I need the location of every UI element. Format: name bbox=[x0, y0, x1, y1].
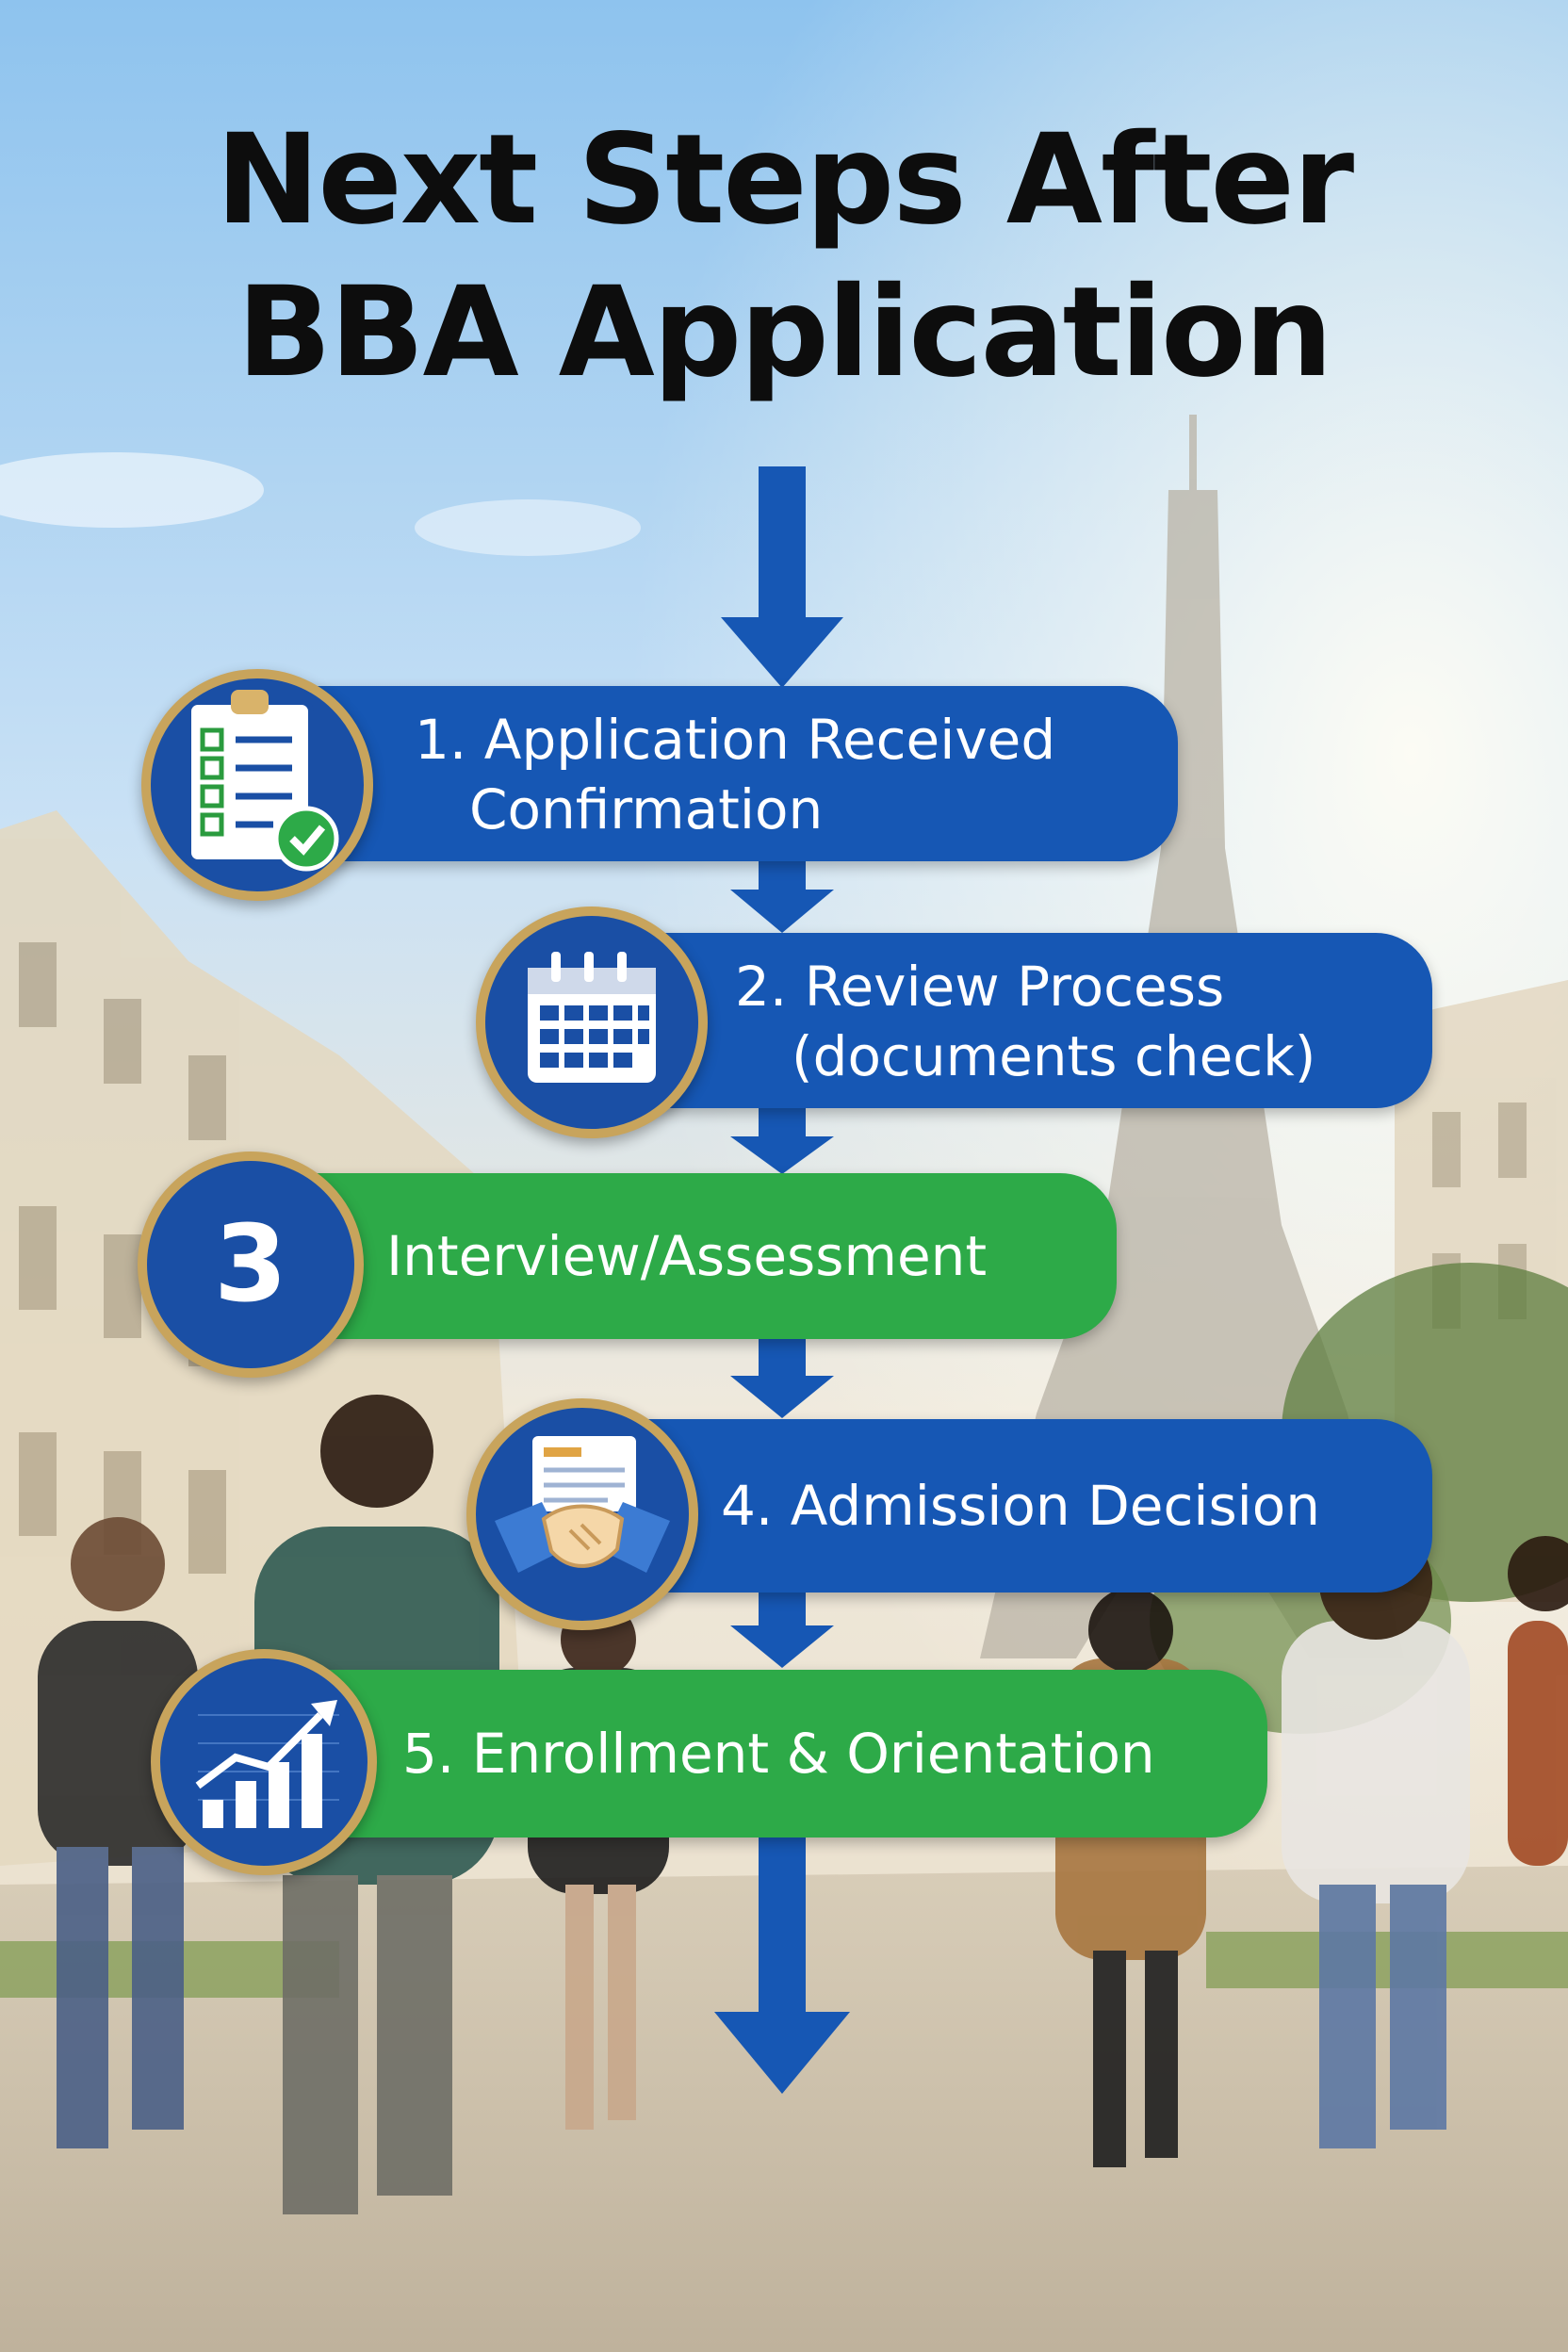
arrow-3-4 bbox=[730, 1338, 834, 1418]
handshake-document-icon bbox=[495, 1436, 670, 1573]
calendar-icon bbox=[528, 952, 656, 1083]
step-2-pill: 2. Review Process (documents check) bbox=[584, 933, 1432, 1108]
step-1-line-1: 1. Application Received bbox=[415, 708, 1056, 772]
arrow-bottom bbox=[714, 1838, 850, 2094]
step-2-badge bbox=[476, 906, 708, 1138]
step-4-badge bbox=[466, 1398, 698, 1630]
growth-chart-icon bbox=[195, 1700, 339, 1828]
page-title: Next Steps After BBA Application bbox=[0, 104, 1568, 409]
step-3-number: 3 bbox=[214, 1203, 287, 1326]
step-1-badge bbox=[141, 669, 373, 901]
step-1-pill: 1. Application Received Confirmation bbox=[236, 686, 1178, 861]
title-line-1: Next Steps After bbox=[215, 107, 1354, 253]
step-4-pill: 4. Admission Decision bbox=[575, 1419, 1432, 1592]
step-3-badge: 3 bbox=[138, 1152, 364, 1378]
step-4-line-1: 4. Admission Decision bbox=[721, 1474, 1321, 1538]
step-2-line-2: (documents check) bbox=[792, 1024, 1316, 1088]
arrow-top bbox=[721, 466, 843, 688]
step-3-pill: Interview/Assessment bbox=[236, 1173, 1117, 1339]
step-1-line-2: Confirmation bbox=[469, 777, 824, 841]
step-5-line-1: 5. Enrollment & Orientation bbox=[402, 1722, 1155, 1786]
arrow-4-5 bbox=[730, 1592, 834, 1668]
step-2-line-1: 2. Review Process bbox=[735, 955, 1225, 1019]
title-line-2: BBA Application bbox=[237, 260, 1332, 405]
step-5-badge bbox=[151, 1649, 377, 1875]
step-5-pill: 5. Enrollment & Orientation bbox=[245, 1670, 1267, 1838]
arrow-2-3 bbox=[730, 1108, 834, 1174]
step-3-line-1: Interview/Assessment bbox=[386, 1224, 988, 1288]
clipboard-checklist-icon bbox=[186, 690, 339, 872]
arrow-1-2 bbox=[730, 859, 834, 933]
